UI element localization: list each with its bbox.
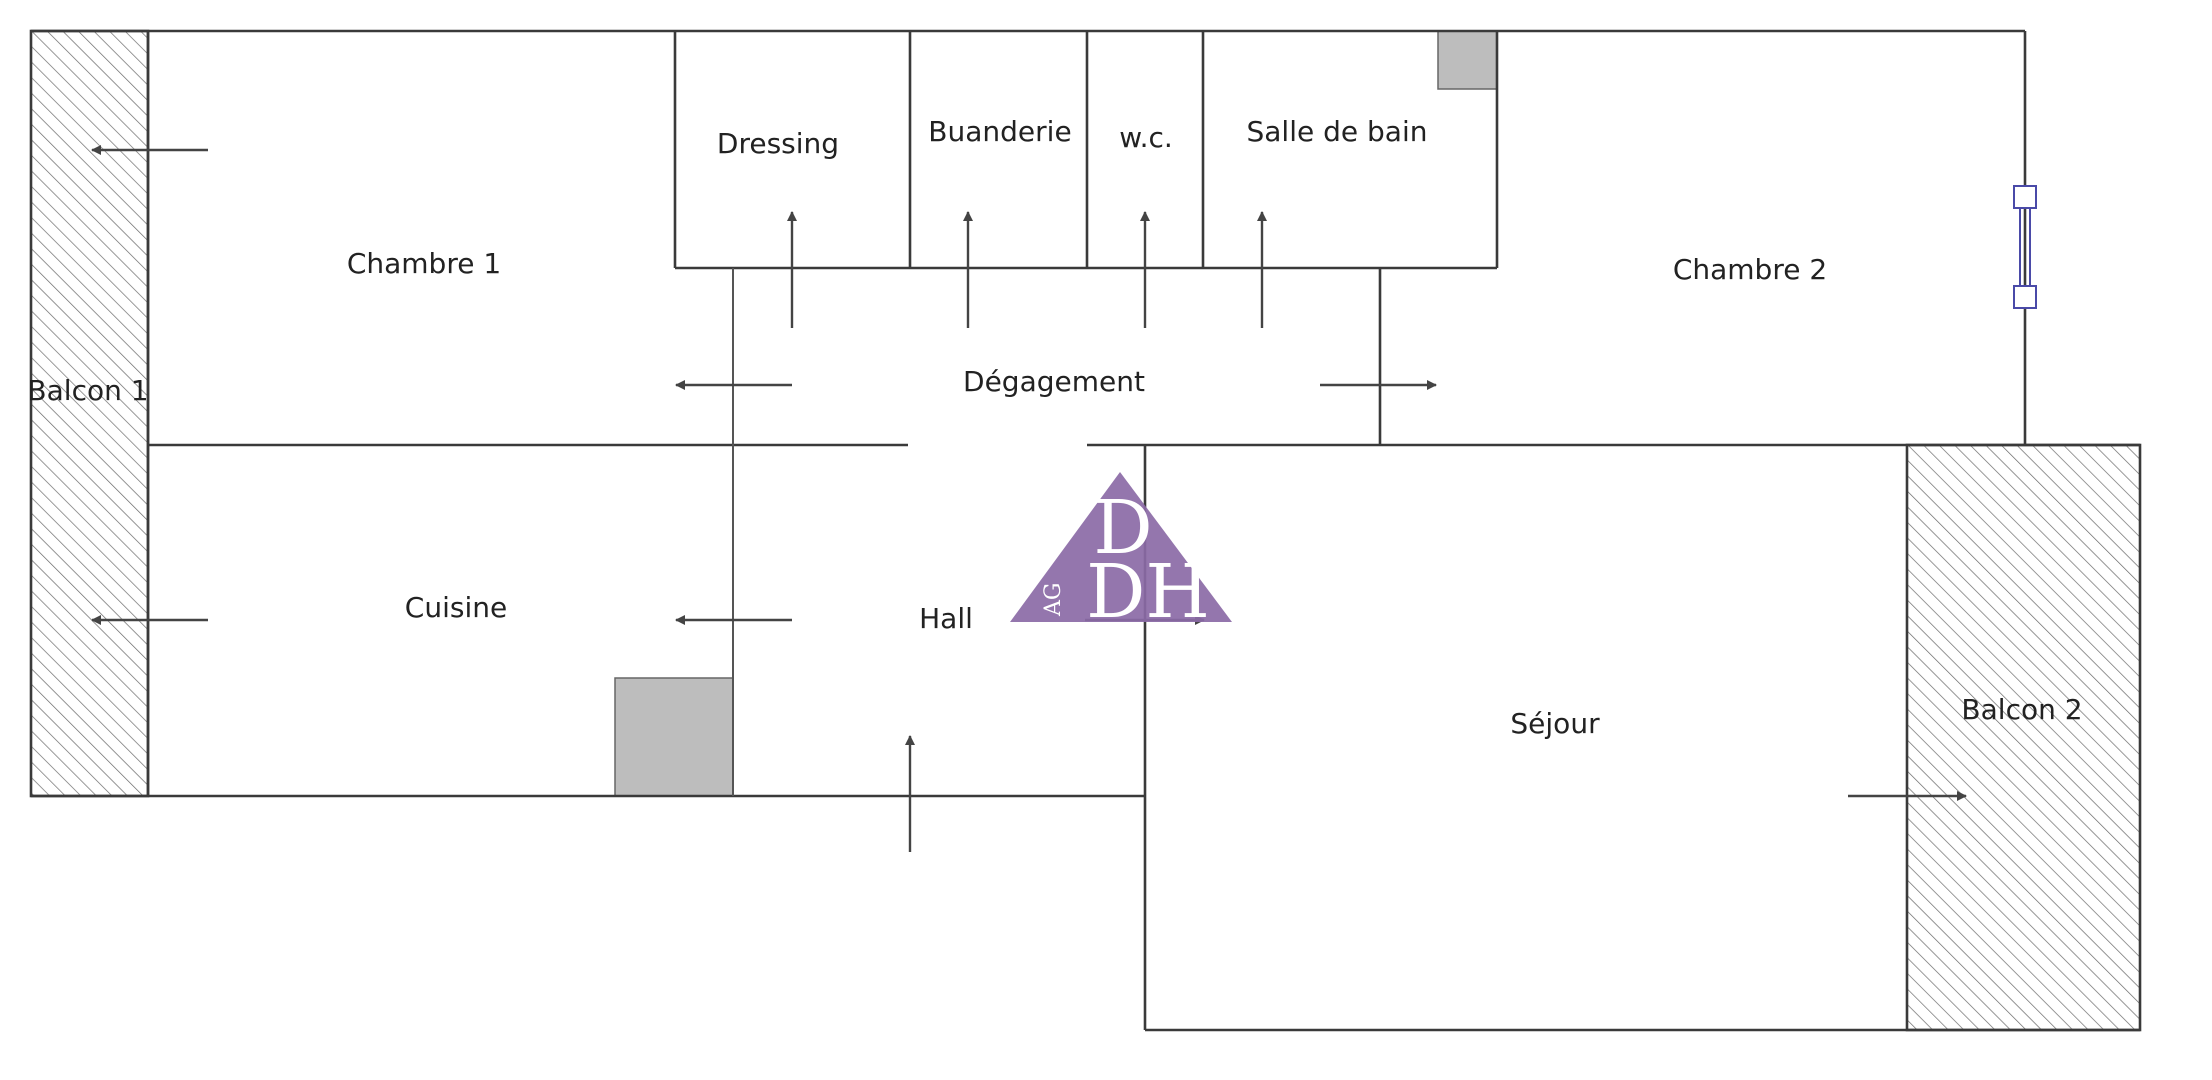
door-arrows bbox=[90, 144, 1968, 852]
watermark-letters-top: D bbox=[1093, 485, 1152, 571]
room-label-chambre1: Chambre 1 bbox=[347, 247, 501, 280]
room-label-sejour: Séjour bbox=[1510, 707, 1600, 740]
room-label-balcon1: Balcon 1 bbox=[27, 374, 148, 407]
balcony-2-area bbox=[1905, 443, 2142, 1032]
walls bbox=[31, 29, 2140, 1032]
room-label-balcon2: Balcon 2 bbox=[1961, 693, 2082, 726]
watermark-triangle bbox=[1010, 472, 1232, 622]
agency-watermark-logo: D DH AG bbox=[1010, 472, 1232, 635]
room-label-salle-de-bain: Salle de bain bbox=[1247, 115, 1428, 148]
room-label-buanderie: Buanderie bbox=[928, 115, 1071, 148]
room-label-wc: w.c. bbox=[1119, 121, 1173, 154]
room-label-chambre2: Chambre 2 bbox=[1673, 253, 1827, 286]
room-label-cuisine: Cuisine bbox=[405, 591, 507, 624]
watermark-letters-bottom: DH bbox=[1086, 549, 1210, 635]
kitchen-fixture bbox=[614, 677, 734, 797]
balcony-1-area bbox=[29, 29, 150, 798]
watermark-side-text: AG bbox=[1041, 583, 1066, 617]
room-label-hall: Hall bbox=[919, 602, 973, 635]
room-label-degagement: Dégagement bbox=[963, 365, 1145, 398]
window-symbol bbox=[2013, 185, 2037, 309]
room-labels: Balcon 1 Chambre 1 Dressing Buanderie w.… bbox=[27, 115, 2082, 740]
bathroom-fixture bbox=[1437, 30, 1498, 90]
room-label-dressing: Dressing bbox=[717, 127, 839, 160]
